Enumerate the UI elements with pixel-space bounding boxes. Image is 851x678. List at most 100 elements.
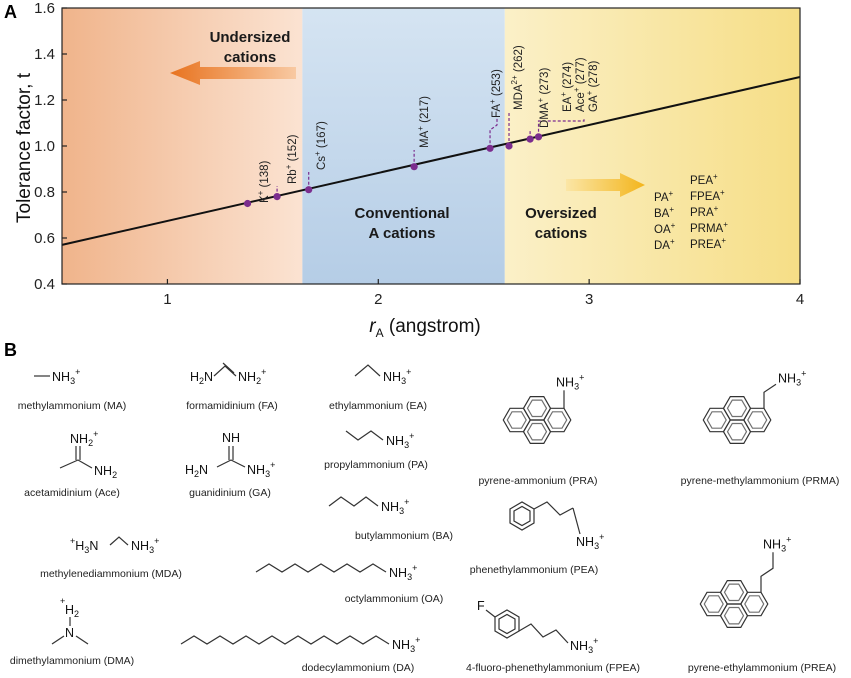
bond — [509, 501, 535, 531]
cation-label-cs: Cs+ (167) — [313, 121, 328, 170]
cation-points — [243, 133, 543, 208]
ma-name: methylammonium (MA) — [18, 400, 127, 412]
cation-label-ma: MA+ (217) — [416, 96, 431, 148]
x-tick-label: 1 — [163, 291, 171, 308]
ga-name: guanidinium (GA) — [189, 487, 271, 499]
ring — [722, 419, 752, 444]
oversized-cation-da: DA+ — [654, 237, 675, 252]
ea-name: ethylammonium (EA) — [329, 400, 427, 412]
bond — [222, 362, 235, 374]
oversized-cation-pra: PRA+ — [690, 204, 719, 219]
molecule-ace: NH2+ NH2 acetamidinium (Ace) — [24, 429, 120, 499]
bond — [354, 364, 381, 377]
pra-pyrene-rings — [502, 396, 572, 444]
mda-left-group: +H3N — [70, 536, 98, 555]
oa-formula: NH3+ — [389, 563, 417, 582]
oversized-cation-pa: PA+ — [654, 189, 674, 204]
panel-b-label: B — [4, 340, 17, 360]
bond — [213, 365, 237, 377]
cation-leader-line — [489, 118, 498, 149]
cation-structures: NH3+ methylammonium (MA) H2N NH2+ formam… — [10, 362, 840, 674]
molecule-prea: NH3+ pyrene-ethylammonium (PREA) — [688, 534, 836, 674]
molecule-ea: NH3+ ethylammonium (EA) — [329, 364, 427, 412]
tolerance-trend-line — [61, 76, 801, 246]
y-tick-label: 1.0 — [34, 138, 55, 155]
pra-formula: NH3+ — [556, 372, 584, 391]
pa-name: propylammonium (PA) — [324, 459, 428, 471]
cation-label-k: K+ (138) — [256, 160, 271, 203]
molecule-da: NH3+ dodecylammonium (DA) — [180, 635, 420, 674]
undersized-arrow-icon — [170, 61, 296, 85]
cation-point-ea — [534, 133, 543, 141]
bond — [513, 505, 531, 527]
ace-bottom-group: NH2 — [94, 464, 117, 480]
molecule-pa: NH3+ propylammonium (PA) — [324, 430, 428, 471]
cation-label-mda: MDA2+ (262) — [510, 45, 525, 110]
prma-pyrene-rings — [702, 396, 772, 444]
x-tick-label: 2 — [374, 291, 382, 308]
bond — [255, 563, 387, 573]
ma-formula: NH3+ — [52, 367, 80, 386]
bond — [216, 459, 246, 468]
cation-label-rb: Rb+ (152) — [284, 134, 299, 184]
ring-inner — [723, 606, 745, 625]
conventional-label-line1: Conventional — [354, 205, 449, 222]
bond — [533, 501, 574, 516]
mda-name: methylenediammonium (MDA) — [40, 568, 182, 580]
ring-inner — [526, 399, 548, 418]
cation-label-ea: EA+ (274) — [559, 62, 574, 112]
oversized-label-line1: Oversized — [525, 205, 597, 222]
da-name: dodecylammonium (DA) — [302, 662, 415, 674]
ring-inner — [747, 411, 768, 429]
bond — [345, 430, 384, 441]
bond — [760, 552, 774, 593]
oversized-cation-prea: PREA+ — [690, 236, 726, 251]
molecule-prma: NH3+ pyrene-methylammonium (PRMA) — [681, 368, 840, 487]
fa-name: formamidinium (FA) — [186, 400, 278, 412]
ace-top-group: NH2+ — [70, 429, 98, 448]
y-tick-label: 1.6 — [34, 0, 55, 17]
oversized-cation-list: PA+BA+OA+DA+PEA+FPEA+PRA+PRMA+PREA+ — [654, 172, 728, 252]
ba-name: butylammonium (BA) — [355, 530, 453, 542]
fa-left-group: H2N — [190, 370, 213, 386]
cation-leader-line — [537, 118, 585, 137]
bond — [485, 609, 496, 618]
bond — [328, 496, 379, 507]
bond — [498, 613, 516, 635]
ace-name: acetamidinium (Ace) — [24, 487, 120, 499]
x-axis-title-subscript: A — [376, 326, 384, 340]
conventional-label-line2: A cations — [369, 225, 436, 242]
molecule-mda: +H3N NH3+ methylenediammonium (MDA) — [40, 536, 182, 580]
x-axis-title-unit: (angstrom) — [384, 316, 481, 337]
fa-right-group: NH2+ — [238, 367, 266, 386]
cation-point-k — [243, 199, 252, 208]
pea-name: phenethylammonium (PEA) — [470, 564, 598, 576]
prea-formula: NH3+ — [763, 534, 791, 553]
bond — [75, 635, 89, 645]
da-formula: NH3+ — [392, 635, 420, 654]
cation-labels: K+ (138)Rb+ (152)Cs+ (167)MA+ (217)FA+ (… — [256, 45, 600, 203]
region-oversized — [504, 8, 800, 284]
bond — [572, 507, 581, 535]
ring — [719, 603, 749, 629]
bond — [180, 635, 390, 645]
molecule-pra: NH3+ pyrene-ammonium (PRA) — [478, 372, 597, 487]
oversized-arrow-icon — [566, 173, 645, 197]
ring-inner — [726, 422, 748, 441]
molecule-fa: H2N NH2+ formamidinium (FA) — [186, 362, 278, 412]
cation-label-ga: GA+ (278) — [585, 60, 600, 112]
cation-point-ma — [410, 163, 418, 171]
y-tick-label: 0.8 — [34, 184, 55, 201]
fpea-name: 4-fluoro-phenethylammonium (FPEA) — [466, 662, 640, 674]
plot-frame — [61, 7, 801, 285]
chart-regions — [62, 8, 800, 284]
y-tick-label: 0.4 — [34, 276, 55, 293]
molecule-ga: NH H2N NH3+ guanidinium (GA) — [185, 431, 275, 499]
x-axis-title-symbol: r — [369, 316, 376, 337]
pra-name: pyrene-ammonium (PRA) — [478, 475, 597, 487]
ring — [522, 419, 552, 444]
ba-formula: NH3+ — [381, 497, 409, 516]
cation-label-ace: Ace+ (277) — [572, 57, 587, 112]
prma-name: pyrene-methylammonium (PRMA) — [681, 475, 840, 487]
